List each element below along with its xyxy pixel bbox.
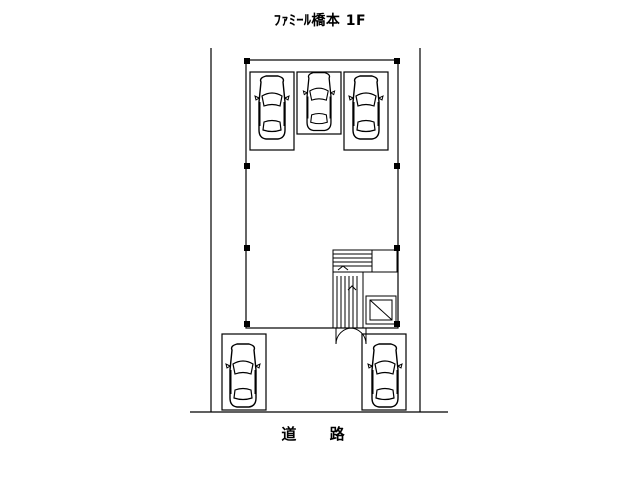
- car-top-view-icon: [367, 343, 403, 408]
- parking-space-3: [343, 71, 389, 151]
- staircase: [332, 249, 398, 329]
- parking-space-5: [361, 333, 407, 411]
- parking-space-1: [249, 71, 295, 151]
- floor-plan-title: ﾌｧﾐｰﾙ橋本 1F: [273, 13, 367, 29]
- car-top-view-icon: [225, 343, 261, 408]
- columns: [244, 58, 400, 327]
- car-top-view-icon: [302, 71, 336, 132]
- parking-space-4: [221, 333, 267, 411]
- road-label: 道 路: [281, 425, 359, 443]
- entrance-door: [335, 327, 367, 345]
- car-top-view-icon: [254, 75, 290, 140]
- building-outline: [245, 59, 399, 329]
- car-top-view-icon: [348, 75, 384, 140]
- elevator-box: [365, 295, 397, 325]
